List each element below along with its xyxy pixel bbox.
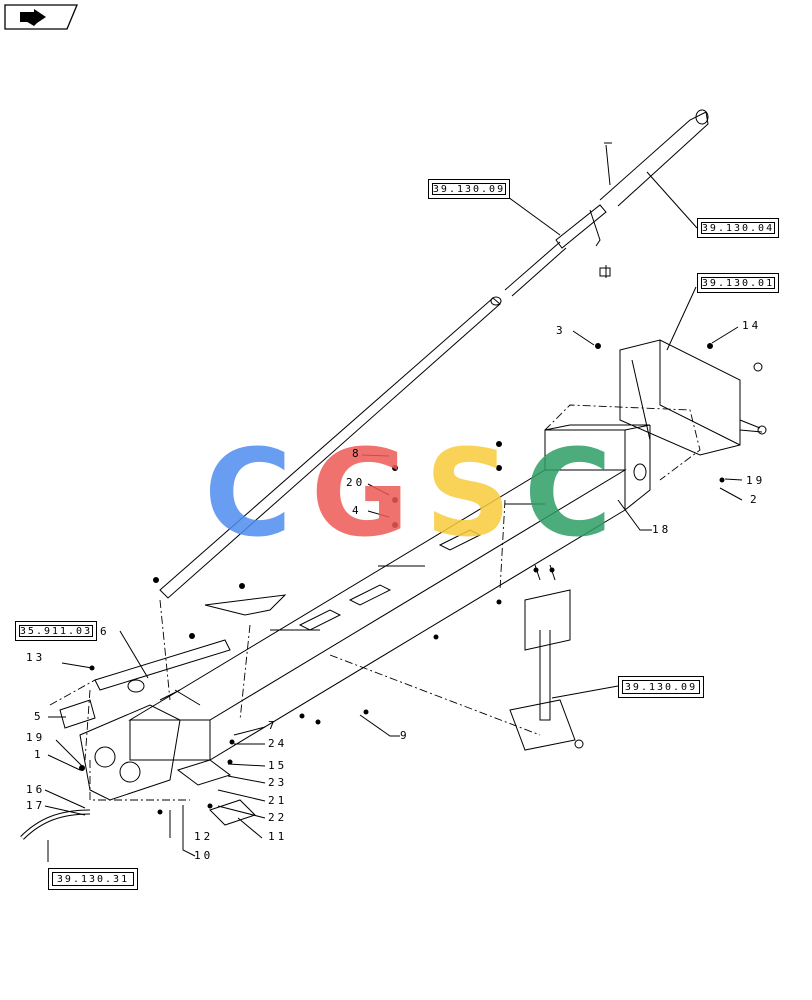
hitch-pole bbox=[159, 109, 709, 599]
callout-22: 22 bbox=[268, 811, 288, 824]
callout-8: 8 bbox=[352, 447, 362, 460]
callout-16: 16 bbox=[26, 783, 46, 796]
callout-6: 6 bbox=[100, 625, 110, 638]
callout-15: 15 bbox=[268, 759, 288, 772]
callout-4: 4 bbox=[352, 504, 362, 517]
callout-3: 3 bbox=[556, 324, 566, 337]
watermark-letter-c1: C bbox=[204, 425, 292, 564]
callout-20: 20 bbox=[346, 476, 366, 489]
reference-39-130-31[interactable]: 39.130.31 bbox=[48, 868, 138, 890]
arrow-back-icon[interactable] bbox=[4, 4, 78, 30]
reference-39-130-09-top[interactable]: 39.130.09 bbox=[428, 179, 510, 199]
reference-39-130-04[interactable]: 39.130.04 bbox=[697, 218, 779, 238]
callout-23: 23 bbox=[268, 776, 288, 789]
reference-35-911-03[interactable]: 35.911.03 bbox=[15, 621, 97, 641]
callout-9: 9 bbox=[400, 729, 410, 742]
watermark-letter-c2: C bbox=[524, 425, 612, 564]
watermark-letter-s: S bbox=[425, 425, 511, 564]
callout-7: 7 bbox=[268, 719, 278, 732]
callout-24: 24 bbox=[268, 737, 288, 750]
callout-19-left: 19 bbox=[26, 731, 46, 744]
callout-2: 2 bbox=[750, 493, 760, 506]
callout-19-right: 19 bbox=[746, 474, 766, 487]
callout-13: 13 bbox=[26, 651, 46, 664]
front-hitch bbox=[59, 639, 231, 801]
reference-39-130-09-bottom[interactable]: 39.130.09 bbox=[618, 676, 704, 698]
reference-39-130-01[interactable]: 39.130.01 bbox=[697, 273, 779, 293]
callout-21: 21 bbox=[268, 794, 288, 807]
rear-bracket bbox=[619, 339, 767, 456]
hose bbox=[20, 809, 91, 840]
callout-17: 17 bbox=[26, 799, 46, 812]
callout-12: 12 bbox=[194, 830, 214, 843]
callout-10: 10 bbox=[194, 849, 214, 862]
callout-18: 18 bbox=[652, 523, 672, 536]
jack-stand bbox=[509, 564, 584, 751]
callout-5: 5 bbox=[34, 710, 44, 723]
callout-11: 11 bbox=[268, 830, 288, 843]
callout-1: 1 bbox=[34, 748, 44, 761]
watermark-letter-g: G bbox=[311, 425, 410, 564]
callout-14: 14 bbox=[742, 319, 762, 332]
